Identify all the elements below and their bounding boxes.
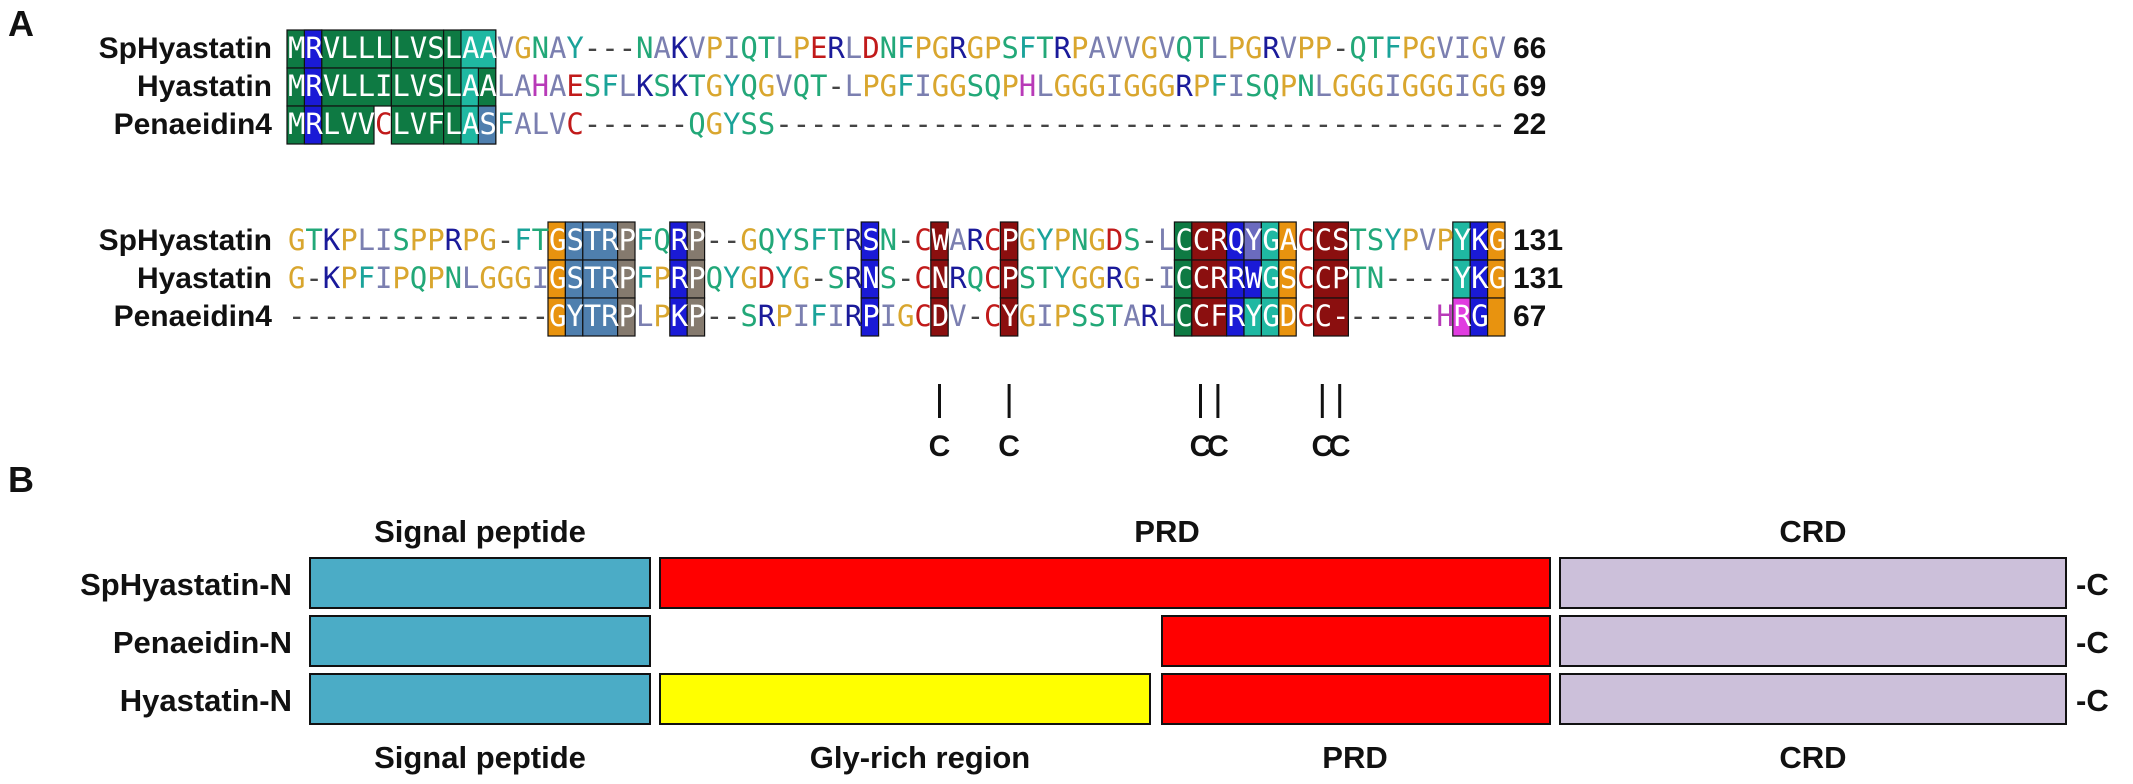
sequence-residues: GTKPLISPPRPG-FTGSTRPFQRP--GQYSFTRSN-CWAR… bbox=[288, 223, 1506, 257]
sequence-end-position: 22 bbox=[1513, 108, 1546, 141]
conserved-residue-box bbox=[686, 297, 706, 337]
conserved-residue-box bbox=[930, 297, 949, 337]
conserved-residue-box bbox=[582, 221, 619, 261]
domain-row-name: Penaeidin-N bbox=[113, 625, 292, 660]
conserved-residue-box bbox=[616, 297, 636, 337]
conserved-residue-box bbox=[999, 297, 1019, 337]
domain-segment-crd bbox=[1559, 615, 2067, 667]
conserved-residue-box bbox=[460, 29, 497, 69]
sequence-end-position: 67 bbox=[1513, 300, 1546, 333]
domain-segment-crd bbox=[1559, 673, 2067, 725]
domain-segment-gly bbox=[659, 673, 1151, 725]
domain-segment-signal bbox=[309, 673, 651, 725]
conserved-residue-box bbox=[1278, 297, 1297, 337]
cysteine-label: C bbox=[1207, 430, 1229, 463]
conserved-residue-box bbox=[1312, 221, 1349, 261]
conserved-residue-box bbox=[321, 105, 375, 145]
conserved-residue-box bbox=[1486, 297, 1506, 337]
panel-b-label: B bbox=[8, 459, 34, 500]
domain-row-name: SpHyastatin-N bbox=[80, 567, 292, 602]
sequence-name: SpHyastatin bbox=[99, 224, 272, 257]
domain-segment-prd bbox=[1161, 673, 1551, 725]
sequence-name: Penaeidin4 bbox=[114, 108, 273, 141]
sequence-name: Hyastatin bbox=[137, 262, 272, 295]
sequence-end-position: 66 bbox=[1513, 32, 1546, 65]
domain-segment-prd bbox=[1161, 615, 1551, 667]
c-terminus-label: -C bbox=[2076, 683, 2109, 718]
conserved-residue-box bbox=[582, 259, 619, 299]
sequence-end-position: 131 bbox=[1513, 224, 1563, 257]
sequence-name: SpHyastatin bbox=[99, 32, 272, 65]
domain-architecture: SpHyastatin-N -C Penaeidin-N -C Hyastatin-N -… bbox=[80, 514, 2109, 775]
sequence-residues: ---------------GYTRPLPKP--SRPIFIRPIGCDV-… bbox=[288, 299, 1489, 333]
sequence-residues: MRVLLLLVSLAAVGNAY---NAKVPIQTLPERLDNFPGRG… bbox=[288, 31, 1506, 65]
cysteine-label: C bbox=[998, 430, 1020, 463]
conserved-residue-box bbox=[477, 105, 497, 145]
conserved-residue-box bbox=[1191, 221, 1228, 261]
cysteine-label: C bbox=[1311, 430, 1333, 463]
conserved-residue-box bbox=[1191, 259, 1228, 299]
domain-bottom-label: Signal peptide bbox=[374, 740, 586, 775]
conserved-residue-box bbox=[390, 29, 445, 69]
domain-segment-signal bbox=[309, 557, 651, 609]
c-terminus-label: -C bbox=[2076, 625, 2109, 660]
domain-top-label: PRD bbox=[1134, 514, 1199, 549]
domain-row-name: Hyastatin-N bbox=[120, 683, 292, 718]
sequence-name: Penaeidin4 bbox=[114, 300, 273, 333]
conserved-residue-box bbox=[860, 297, 880, 337]
cysteine-label: C bbox=[1329, 430, 1351, 463]
c-terminus-label: -C bbox=[2076, 567, 2109, 602]
sequence-end-position: 131 bbox=[1513, 262, 1563, 295]
cysteine-label: C bbox=[1190, 430, 1212, 463]
sequence-residues: MRVLLILVSLAALAHAESFLKSKTGYQGVQT-LPGFIGGS… bbox=[288, 69, 1506, 103]
domain-segment-crd bbox=[1559, 557, 2067, 609]
domain-segment-signal bbox=[309, 615, 651, 667]
domain-bottom-label: PRD bbox=[1322, 740, 1387, 775]
sequence-residues: MRLVVCLVFLASFALVC------QGYSS------------… bbox=[288, 107, 1506, 141]
domain-segment-prd bbox=[659, 557, 1551, 609]
conserved-residue-box bbox=[1312, 297, 1349, 337]
conserved-residue-box bbox=[1191, 297, 1228, 337]
conserved-residue-box bbox=[390, 105, 445, 145]
sequence-end-position: 69 bbox=[1513, 70, 1546, 103]
domain-bottom-label: Gly-rich region bbox=[810, 740, 1030, 775]
sequence-name: Hyastatin bbox=[137, 70, 272, 103]
sequence-alignment: SpHyastatin MRVLLLLVSLAAVGNAY---NAKVPIQTL… bbox=[99, 29, 1563, 337]
sequence-residues: G-KPFIPQPNLGGGIGSTRPFPRPQYGDYG-SRNS-CNRQ… bbox=[288, 261, 1506, 295]
domain-top-label: Signal peptide bbox=[374, 514, 586, 549]
domain-top-label: CRD bbox=[1779, 514, 1846, 549]
cysteine-label: C bbox=[929, 430, 951, 463]
domain-bottom-label: CRD bbox=[1779, 740, 1846, 775]
panel-a-label: A bbox=[8, 3, 34, 44]
